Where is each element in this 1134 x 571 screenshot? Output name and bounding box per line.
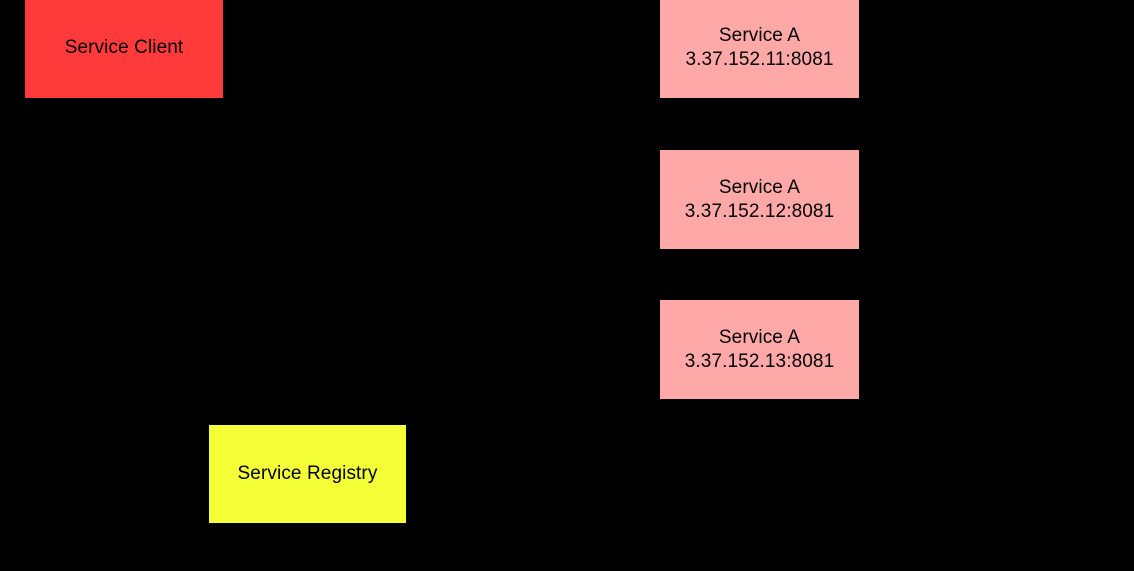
node-service-a-instance-2[interactable]: Service A 3.37.152.12:8081 [660,150,859,249]
node-service-a-instance-3-address: 3.37.152.13:8081 [684,350,835,372]
node-service-a-instance-2-name: Service A [718,176,801,198]
node-service-a-instance-3-name: Service A [718,326,801,348]
node-service-a-instance-3[interactable]: Service A 3.37.152.13:8081 [660,300,859,399]
node-service-a-instance-1[interactable]: Service A 3.37.152.11:8081 [660,0,859,98]
node-service-client-label: Service Client [64,37,184,58]
node-service-a-instance-1-name: Service A [718,25,801,46]
node-service-registry-label: Service Registry [237,463,378,484]
node-service-a-instance-1-address: 3.37.152.11:8081 [685,49,834,70]
node-service-client[interactable]: Service Client [25,0,223,98]
node-service-a-instance-2-address: 3.37.152.12:8081 [684,200,835,222]
node-service-registry[interactable]: Service Registry [209,425,406,523]
